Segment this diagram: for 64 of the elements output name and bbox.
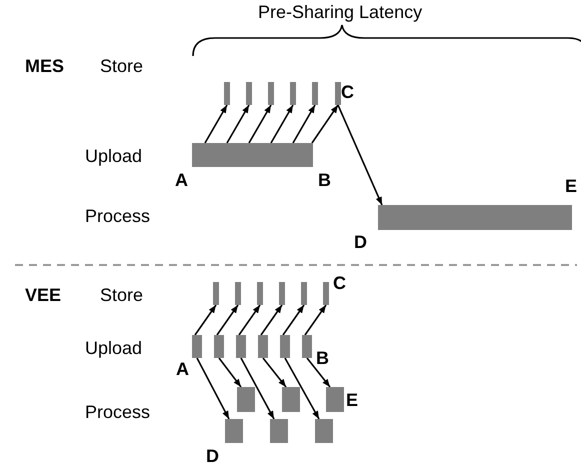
- time-bar: [312, 82, 318, 105]
- arrow: [218, 358, 242, 388]
- arrow: [260, 304, 283, 336]
- time-bar: [378, 205, 572, 230]
- arrow: [226, 104, 250, 144]
- time-bar: [301, 282, 307, 305]
- arrow: [270, 104, 294, 144]
- time-bar: [315, 419, 333, 443]
- time-bar: [257, 282, 263, 305]
- time-bar: [246, 82, 252, 105]
- point-letter: B: [318, 170, 331, 190]
- arrow: [194, 304, 217, 336]
- arrow: [292, 104, 316, 144]
- arrow: [306, 358, 331, 388]
- point-letter: B: [316, 348, 329, 368]
- time-bar: [280, 335, 290, 358]
- arrow: [248, 104, 272, 144]
- arrow: [238, 304, 261, 336]
- row-group-label: VEE: [25, 285, 62, 305]
- time-bar: [213, 282, 219, 305]
- time-bar: [290, 82, 296, 105]
- row-label: Process: [85, 206, 150, 226]
- heading: Pre-Sharing Latency: [258, 2, 422, 22]
- time-bar: [224, 82, 230, 105]
- row-label: Store: [100, 285, 144, 305]
- arrow: [262, 358, 287, 388]
- arrow: [204, 104, 228, 144]
- arrow: [304, 304, 327, 336]
- arrow: [284, 358, 320, 420]
- point-letter: E: [346, 390, 358, 410]
- arrow: [282, 304, 305, 336]
- point-letter: D: [354, 232, 367, 252]
- point-letter: C: [341, 82, 354, 102]
- time-bar: [335, 82, 341, 105]
- time-bar: [258, 335, 268, 358]
- time-bar: [326, 387, 344, 412]
- time-bar: [268, 82, 274, 105]
- time-bar: [237, 387, 255, 412]
- point-letter: D: [206, 446, 219, 466]
- row-label: Upload: [85, 146, 142, 166]
- time-bar: [225, 419, 243, 443]
- arrow: [216, 304, 239, 336]
- arrow: [196, 358, 230, 420]
- point-letter: C: [333, 273, 346, 293]
- time-bar: [302, 335, 312, 358]
- time-bar: [235, 282, 241, 305]
- arrow: [311, 104, 339, 144]
- point-letter: E: [565, 176, 578, 196]
- row-label: Upload: [85, 338, 142, 358]
- row-label: Process: [85, 402, 150, 422]
- time-bar: [323, 282, 329, 305]
- point-letter: A: [176, 359, 189, 379]
- time-bar: [192, 143, 313, 167]
- row-label: Store: [100, 56, 144, 76]
- time-bar: [214, 335, 224, 358]
- row-group-label: MES: [25, 56, 64, 76]
- time-bar: [279, 282, 285, 305]
- time-bar: [282, 387, 300, 412]
- point-letter: A: [175, 170, 188, 190]
- time-bar: [270, 419, 288, 443]
- time-bar: [192, 335, 202, 358]
- arrow: [240, 358, 275, 420]
- arrow: [337, 104, 383, 206]
- time-bar: [236, 335, 246, 358]
